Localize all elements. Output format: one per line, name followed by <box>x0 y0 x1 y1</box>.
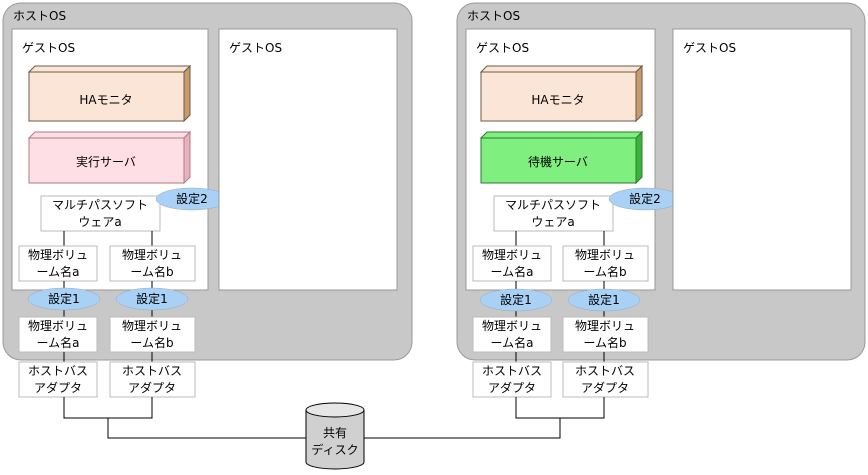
host-volume-a-line2: ーム名a <box>37 335 80 350</box>
guest-os-label: ゲストOS <box>22 41 75 55</box>
multipath-software-label-line1: マルチパスソフト <box>52 198 148 212</box>
guest-os-frame-empty <box>672 28 852 291</box>
shared-disk-icon: 共有 ディスク <box>305 402 365 470</box>
shared-disk-label-line2: ディスク <box>311 442 358 457</box>
host-bus-adapter-b <box>562 361 649 398</box>
host-physical-volume-a <box>18 316 98 353</box>
multipath-software-label-line2: ウェアa <box>78 215 121 229</box>
adapter-a-line2: アダプタ <box>488 380 536 395</box>
active-server-box: 実行サーバ <box>27 130 192 185</box>
guest-os-label: ゲストOS <box>476 41 529 55</box>
setting2-label: 設定2 <box>629 191 661 206</box>
setting1-badge-b <box>567 288 641 312</box>
standby-server-box: 待機サーバ <box>479 130 644 185</box>
ha-monitor-label: HAモニタ <box>79 93 132 107</box>
multipath-software-box <box>493 195 614 232</box>
host-bus-adapters-left: ホストバス アダプタ ホストバス アダプタ <box>18 361 196 398</box>
multipath-software-label-line1: マルチパスソフト <box>505 198 601 212</box>
host-physical-volume-a <box>472 316 552 353</box>
disk-connectors <box>63 397 605 439</box>
multipath-software-label-line2: ウェアa <box>531 215 574 229</box>
standby-server-label: 待機サーバ <box>528 154 588 169</box>
guest-physical-volume-b <box>562 245 649 282</box>
guest-physical-volume-a <box>18 245 98 282</box>
setting1-label-b: 設定1 <box>136 291 168 306</box>
host-volume-a-line2: ーム名a <box>491 335 534 350</box>
host-physical-volume-b <box>562 316 649 353</box>
guest-volume-b-line1: 物理ボリュ <box>122 248 182 262</box>
adapter-a-line1: ホストバス <box>482 364 542 378</box>
guest-os-label: ゲストOS <box>229 41 282 55</box>
adapter-b-line2: アダプタ <box>581 380 629 395</box>
host-bus-adapters-right: ホストバス アダプタ ホストバス アダプタ <box>472 361 649 398</box>
setting1-badge-b <box>115 287 189 311</box>
host-volume-a-line1: 物理ボリュ <box>28 319 88 333</box>
host-os-label: ホストOS <box>467 9 520 23</box>
setting1-label-b: 設定1 <box>588 292 620 307</box>
host-volume-b-line1: 物理ボリュ <box>575 319 635 333</box>
guest-physical-volume-a <box>472 245 552 282</box>
guest-volume-a-line1: 物理ボリュ <box>28 248 88 262</box>
setting2-label: 設定2 <box>176 191 208 206</box>
guest-volume-b-line2: ーム名b <box>583 264 626 279</box>
guest-physical-volume-b <box>109 245 196 282</box>
host-volume-b-line2: ーム名b <box>130 335 173 350</box>
setting1-label-a: 設定1 <box>48 291 80 306</box>
guest-os-frame-empty <box>218 28 398 291</box>
guest-volume-b-line2: ーム名b <box>130 264 173 279</box>
guest-volume-a-line2: ーム名a <box>491 264 534 279</box>
host-volume-b-line2: ーム名b <box>583 335 626 350</box>
host-os-left: ホストOS ゲストOS HAモニタ 実行サーバ マルチパスソフト ウェアa 設定… <box>2 2 413 362</box>
active-server-label: 実行サーバ <box>76 154 136 169</box>
host-volume-a-line1: 物理ボリュ <box>482 319 542 333</box>
ha-monitor-box: HAモニタ <box>479 64 644 123</box>
guest-os-label: ゲストOS <box>683 41 736 55</box>
ha-monitor-box: HAモニタ <box>27 64 192 123</box>
guest-volume-b-line1: 物理ボリュ <box>575 248 635 262</box>
shared-disk-label-line1: 共有 <box>323 426 347 440</box>
adapter-b-line1: ホストバス <box>122 364 182 378</box>
adapter-b-line2: アダプタ <box>128 380 176 395</box>
ha-monitor-label: HAモニタ <box>531 93 584 107</box>
host-os-label: ホストOS <box>13 9 66 23</box>
host-bus-adapter-b <box>109 361 196 398</box>
multipath-software-box <box>40 195 161 232</box>
setting1-badge-a <box>479 288 553 312</box>
adapter-a-line1: ホストバス <box>28 364 88 378</box>
setting1-label-a: 設定1 <box>500 292 532 307</box>
host-bus-adapter-a <box>472 361 552 398</box>
host-os-right: ホストOS ゲストOS HAモニタ 待機サーバ マルチパスソフト ウェアa 設定… <box>456 2 866 362</box>
guest-volume-a-line1: 物理ボリュ <box>482 248 542 262</box>
host-volume-b-line1: 物理ボリュ <box>122 319 182 333</box>
guest-volume-a-line2: ーム名a <box>37 264 80 279</box>
adapter-b-line1: ホストバス <box>575 364 635 378</box>
adapter-a-line2: アダプタ <box>34 380 82 395</box>
host-bus-adapter-a <box>18 361 98 398</box>
setting1-badge-a <box>27 287 101 311</box>
